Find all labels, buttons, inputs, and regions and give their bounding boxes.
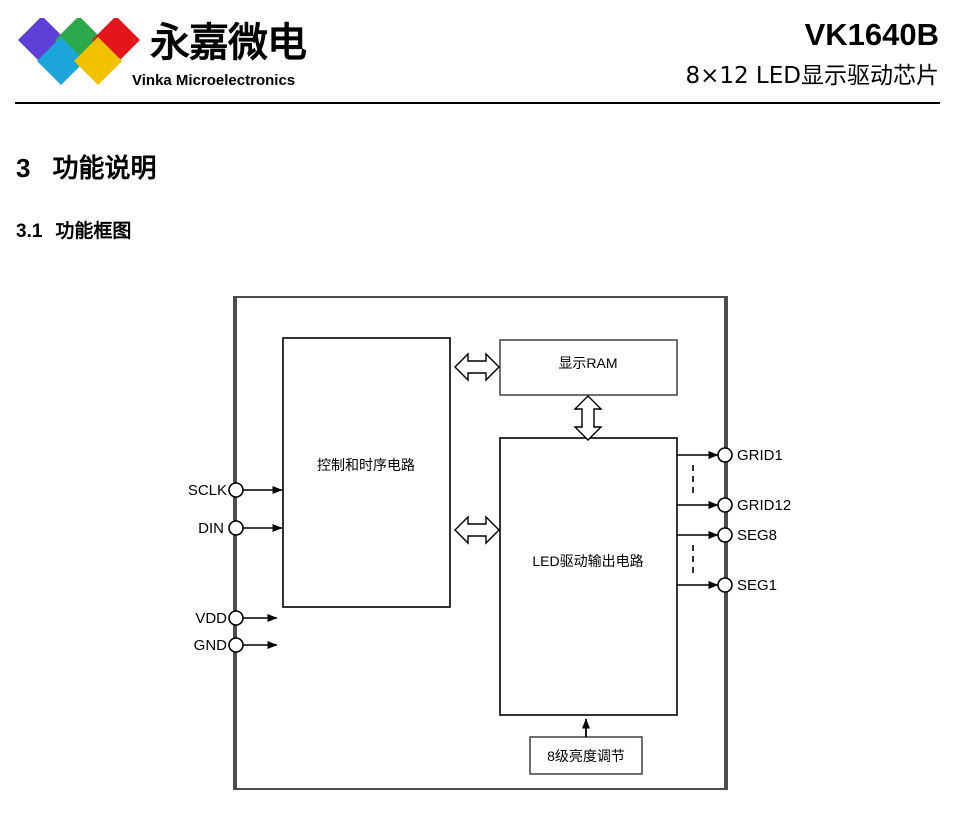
logo-subtext: Vinka Microelectronics [132, 72, 296, 89]
pin-din-node [228, 520, 244, 536]
section-heading: 3 功能说明 [16, 152, 156, 184]
pin-grid1-node [717, 447, 733, 463]
diamond-yellow [73, 36, 123, 86]
subsection-heading: 3.1 功能框图 [16, 219, 131, 245]
block-brightness [529, 736, 643, 775]
company-logo: 永嘉微电 Vinka Microelectronics [14, 16, 314, 92]
pin-vdd-node [228, 610, 244, 626]
block-display-ram-label: 显示RAM [558, 355, 617, 371]
product-title: VK1640B [804, 17, 939, 52]
pin-grid12-node [717, 497, 733, 513]
pin-seg8-label: SEG8 [737, 527, 777, 544]
pin-gnd-label: GND [194, 637, 228, 654]
pin-din-label: DIN [198, 520, 224, 537]
pin-seg1-label: SEG1 [737, 577, 777, 594]
product-subtitle: 8×12 LED显示驱动芯片 [685, 63, 939, 89]
block-led-driver [499, 437, 678, 716]
pin-gnd-node [228, 637, 244, 653]
pin-sclk-label: SCLK [188, 482, 227, 499]
pin-seg8-node [717, 527, 733, 543]
header-divider [15, 102, 940, 104]
block-led-driver-label: LED驱动输出电路 [532, 553, 643, 569]
arrow-control-led-driver [454, 515, 500, 545]
pin-seg1-node [717, 577, 733, 593]
chip-boundary [233, 296, 728, 790]
section-title: 功能说明 [52, 153, 157, 183]
logo-wordmark: 永嘉微电 [150, 20, 307, 66]
block-control [282, 337, 451, 608]
arrow-ram-led-driver [573, 395, 603, 441]
subsection-number: 3.1 [16, 221, 43, 242]
subsection-title: 功能框图 [55, 221, 132, 242]
section-number: 3 [16, 153, 31, 183]
logo-diamonds-icon [17, 18, 141, 86]
pin-grid12-label: GRID12 [737, 497, 791, 514]
pin-grid1-label: GRID1 [737, 447, 783, 464]
page-header: 永嘉微电 Vinka Microelectronics VK1640B 8×12… [0, 0, 955, 104]
block-display-ram [499, 339, 678, 396]
pin-vdd-label: VDD [195, 610, 227, 627]
arrow-control-ram [454, 352, 500, 382]
pin-sclk-node [228, 482, 244, 498]
block-control-label: 控制和时序电路 [317, 457, 415, 473]
block-brightness-label: 8级亮度调节 [547, 748, 625, 764]
